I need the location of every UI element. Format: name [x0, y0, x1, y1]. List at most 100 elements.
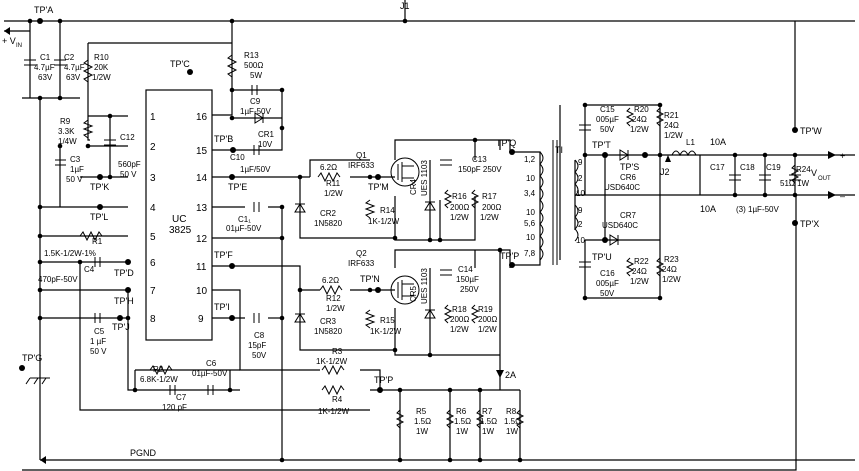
svg-text:C1: C1 [40, 53, 51, 62]
svg-text:005µF: 005µF [596, 115, 619, 124]
c1-label: C1 4.7µF 63V [34, 53, 55, 82]
xfmr-pin-56: 5,6 [524, 219, 536, 228]
cr4-label: CR4 UES 1103 [409, 160, 429, 196]
tp-k-label: TP'K [90, 182, 109, 192]
svg-text:CR3: CR3 [320, 317, 337, 326]
r13-label: R13 500Ω 5W [244, 51, 263, 80]
vout-plus-label: + [840, 151, 845, 161]
r12-label: 6.2Ω R12 1/2W [322, 276, 345, 313]
svg-text:C13: C13 [472, 155, 487, 164]
svg-text:USD640C: USD640C [604, 183, 640, 192]
svg-text:1N5820: 1N5820 [314, 327, 343, 336]
ic-pin-6: 6 [150, 258, 156, 269]
svg-text:C7: C7 [176, 393, 187, 402]
tp-pp-label: TP'P [374, 375, 393, 385]
svg-text:R17: R17 [482, 192, 497, 201]
svg-text:01µF-50V: 01µF-50V [192, 369, 228, 378]
vin-subscript: IN [16, 43, 22, 49]
transformer-t1 [539, 140, 579, 265]
svg-text:R6: R6 [456, 407, 467, 416]
r3-resistor-symbol [321, 364, 345, 376]
q1-mosfet-symbol [390, 157, 420, 187]
svg-text:120 pF: 120 pF [162, 403, 187, 412]
tp-x-label: TP'X [800, 219, 819, 229]
c11-capacitor-symbol [253, 202, 260, 212]
ic-pin-12: 12 [196, 234, 208, 245]
svg-text:01µF-50V: 01µF-50V [226, 224, 262, 233]
c6-label: C6 01µF-50V [192, 359, 228, 378]
svg-text:1/2W: 1/2W [92, 73, 111, 82]
svg-text:1K-1/2W: 1K-1/2W [318, 407, 350, 416]
svg-text:1/2W: 1/2W [630, 277, 649, 286]
svg-text:1/2W: 1/2W [480, 213, 499, 222]
vin-label: + V [2, 36, 16, 46]
r2-label: R2 6.8K-1/2W [140, 365, 178, 384]
l1-label: L1 [686, 138, 695, 147]
r3-label: R3 1K-1/2W [316, 347, 348, 366]
cr5-label: CR5 UES 1103 [409, 268, 429, 304]
svg-text:1K-1/2W: 1K-1/2W [316, 357, 348, 366]
r14-label: R14 1K-1/2W [368, 206, 400, 226]
svg-text:50V: 50V [252, 351, 267, 360]
vin-arrow-icon [4, 27, 10, 35]
tp-w-label: TP'W [800, 126, 822, 136]
svg-text:C3: C3 [70, 155, 81, 164]
svg-text:1/2W: 1/2W [324, 189, 343, 198]
c17-capacitor-symbol [729, 174, 741, 181]
svg-text:C19: C19 [766, 163, 781, 172]
j2-label: J2 [660, 167, 670, 177]
r10-resistor-symbol [82, 59, 94, 83]
j2-arrow-symbol [665, 155, 671, 162]
r7-label: R7 1.5Ω 1W [480, 407, 497, 436]
ic-name: UC [172, 214, 186, 225]
c8-label: C8 15pF 50V [248, 331, 267, 360]
svg-text:C4: C4 [84, 265, 95, 274]
r19-label: R19 200Ω 1/2W [478, 305, 497, 334]
svg-text:R13: R13 [244, 51, 259, 60]
xfmr-sec-9b: 9 [578, 206, 583, 215]
svg-text:1W: 1W [456, 427, 468, 436]
c16-capacitor-symbol [579, 261, 591, 268]
c2-capacitor-symbol [54, 59, 66, 66]
svg-text:C9: C9 [250, 97, 261, 106]
svg-text:C12: C12 [120, 133, 135, 142]
svg-text:200Ω: 200Ω [450, 315, 469, 324]
cr5-diode-symbol [424, 309, 436, 319]
cr6-diode-symbol [619, 149, 629, 161]
svg-text:R18: R18 [452, 305, 467, 314]
svg-text:24Ω: 24Ω [664, 121, 679, 130]
svg-text:(3) 1µF-50V: (3) 1µF-50V [736, 205, 780, 214]
vout-label: V [811, 168, 817, 178]
c10-capacitor-symbol [253, 145, 260, 155]
r24-label: R24 51Ω 1W [780, 165, 811, 188]
svg-text:R14: R14 [380, 206, 395, 215]
current-arrow-2a [496, 360, 504, 378]
tp-g-label: TP'G [22, 353, 42, 363]
cr1-zener-symbol [254, 112, 264, 124]
svg-text:R1: R1 [92, 237, 103, 246]
wires [4, 0, 855, 471]
svg-text:R5: R5 [416, 407, 427, 416]
r8-resistor-symbol [515, 409, 525, 429]
c7-label: C7 120 pF [162, 393, 187, 412]
ic-pin-13: 13 [196, 203, 208, 214]
c5-capacitor-symbol [94, 313, 101, 323]
tp-p-label: TP'P [500, 251, 519, 261]
c8-capacitor-symbol [253, 313, 260, 323]
r5-label: R5 1.5Ω 1W [414, 407, 431, 436]
tp-l-label: TP'L [90, 212, 108, 222]
c14-capacitor-symbol [440, 269, 452, 276]
svg-text:200Ω: 200Ω [478, 315, 497, 324]
xfmr-sec-10b: 10 [576, 236, 585, 245]
tp-j-label: TP'J [112, 322, 130, 332]
r7-resistor-symbol [475, 409, 485, 429]
cr3-label: CR3 1N5820 [314, 317, 343, 336]
q1-label: Q1 IRF633 [348, 151, 375, 170]
tp-e-label: TP'E [228, 182, 247, 192]
svg-text:C8: C8 [254, 331, 265, 340]
r23-label: R23 24Ω 1/2W [662, 255, 681, 284]
svg-text:R19: R19 [478, 305, 493, 314]
ic-part: 3825 [169, 225, 192, 236]
pgnd-label: PGND [130, 448, 157, 458]
svg-text:1µF-50V: 1µF-50V [240, 107, 272, 116]
